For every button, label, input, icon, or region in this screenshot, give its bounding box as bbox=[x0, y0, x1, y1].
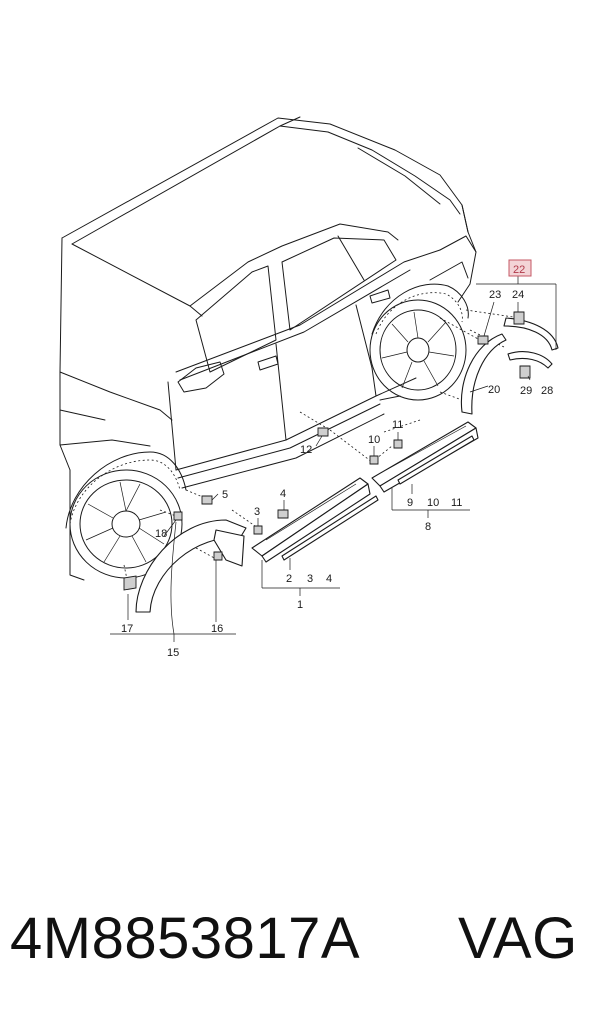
sill-strip-rear bbox=[397, 435, 475, 485]
clip-3 bbox=[253, 525, 263, 535]
assembly-leaders bbox=[123, 309, 521, 585]
callout-18: 18 bbox=[155, 528, 167, 540]
callout-22: 22 bbox=[513, 264, 525, 276]
callout-2: 2 bbox=[286, 573, 292, 585]
callout-12: 12 bbox=[300, 444, 312, 456]
callout-29: 29 bbox=[520, 385, 532, 397]
clip-24 bbox=[513, 311, 525, 325]
clip-12 bbox=[317, 427, 329, 437]
callout-20: 20 bbox=[488, 384, 500, 396]
callout-10: 10 bbox=[427, 497, 439, 509]
callout-15: 15 bbox=[167, 647, 179, 659]
clip-5 bbox=[201, 495, 213, 505]
clip-23 bbox=[477, 335, 489, 345]
callout-23: 23 bbox=[489, 289, 501, 301]
sill-strip-front bbox=[281, 495, 379, 561]
callout-11b: 11 bbox=[392, 419, 403, 431]
callout-9: 9 bbox=[407, 497, 413, 509]
wheel-arch-trim-rear bbox=[460, 333, 507, 415]
vehicle-outline bbox=[59, 116, 477, 581]
sill-trim-rear bbox=[371, 421, 477, 487]
callout-8: 8 bbox=[425, 521, 431, 533]
rear-trim-22 bbox=[503, 317, 559, 351]
callout-4b: 4 bbox=[280, 488, 286, 500]
highlight-box-22 bbox=[508, 259, 532, 277]
callout-3b: 3 bbox=[254, 506, 260, 518]
clip-16 bbox=[213, 551, 223, 561]
clip-29 bbox=[519, 365, 531, 379]
callout-28: 28 bbox=[541, 385, 553, 397]
callout-1: 1 bbox=[297, 599, 303, 611]
callout-leaders bbox=[110, 276, 557, 642]
callout-11: 11 bbox=[451, 497, 462, 509]
callout-labels: 1 2 3 4 5 3 4 8 9 10 11 10 11 12 15 16 1… bbox=[121, 259, 553, 659]
footer: 4M8853817A VAG bbox=[10, 906, 578, 971]
callout-3: 3 bbox=[307, 573, 313, 585]
callout-4: 4 bbox=[326, 573, 332, 585]
part-number: 4M8853817A bbox=[10, 906, 360, 971]
clip-4 bbox=[277, 509, 289, 519]
callout-24: 24 bbox=[512, 289, 524, 301]
clip-10 bbox=[369, 455, 379, 465]
clip-11 bbox=[393, 439, 403, 449]
brand-label: VAG bbox=[458, 906, 578, 971]
callout-10b: 10 bbox=[368, 434, 380, 446]
callout-17: 17 bbox=[121, 623, 133, 635]
callout-5: 5 bbox=[222, 489, 228, 501]
parts bbox=[123, 311, 559, 613]
wheel-arch-trim-front bbox=[135, 519, 247, 613]
clip-18 bbox=[173, 511, 183, 521]
callout-16: 16 bbox=[211, 623, 223, 635]
